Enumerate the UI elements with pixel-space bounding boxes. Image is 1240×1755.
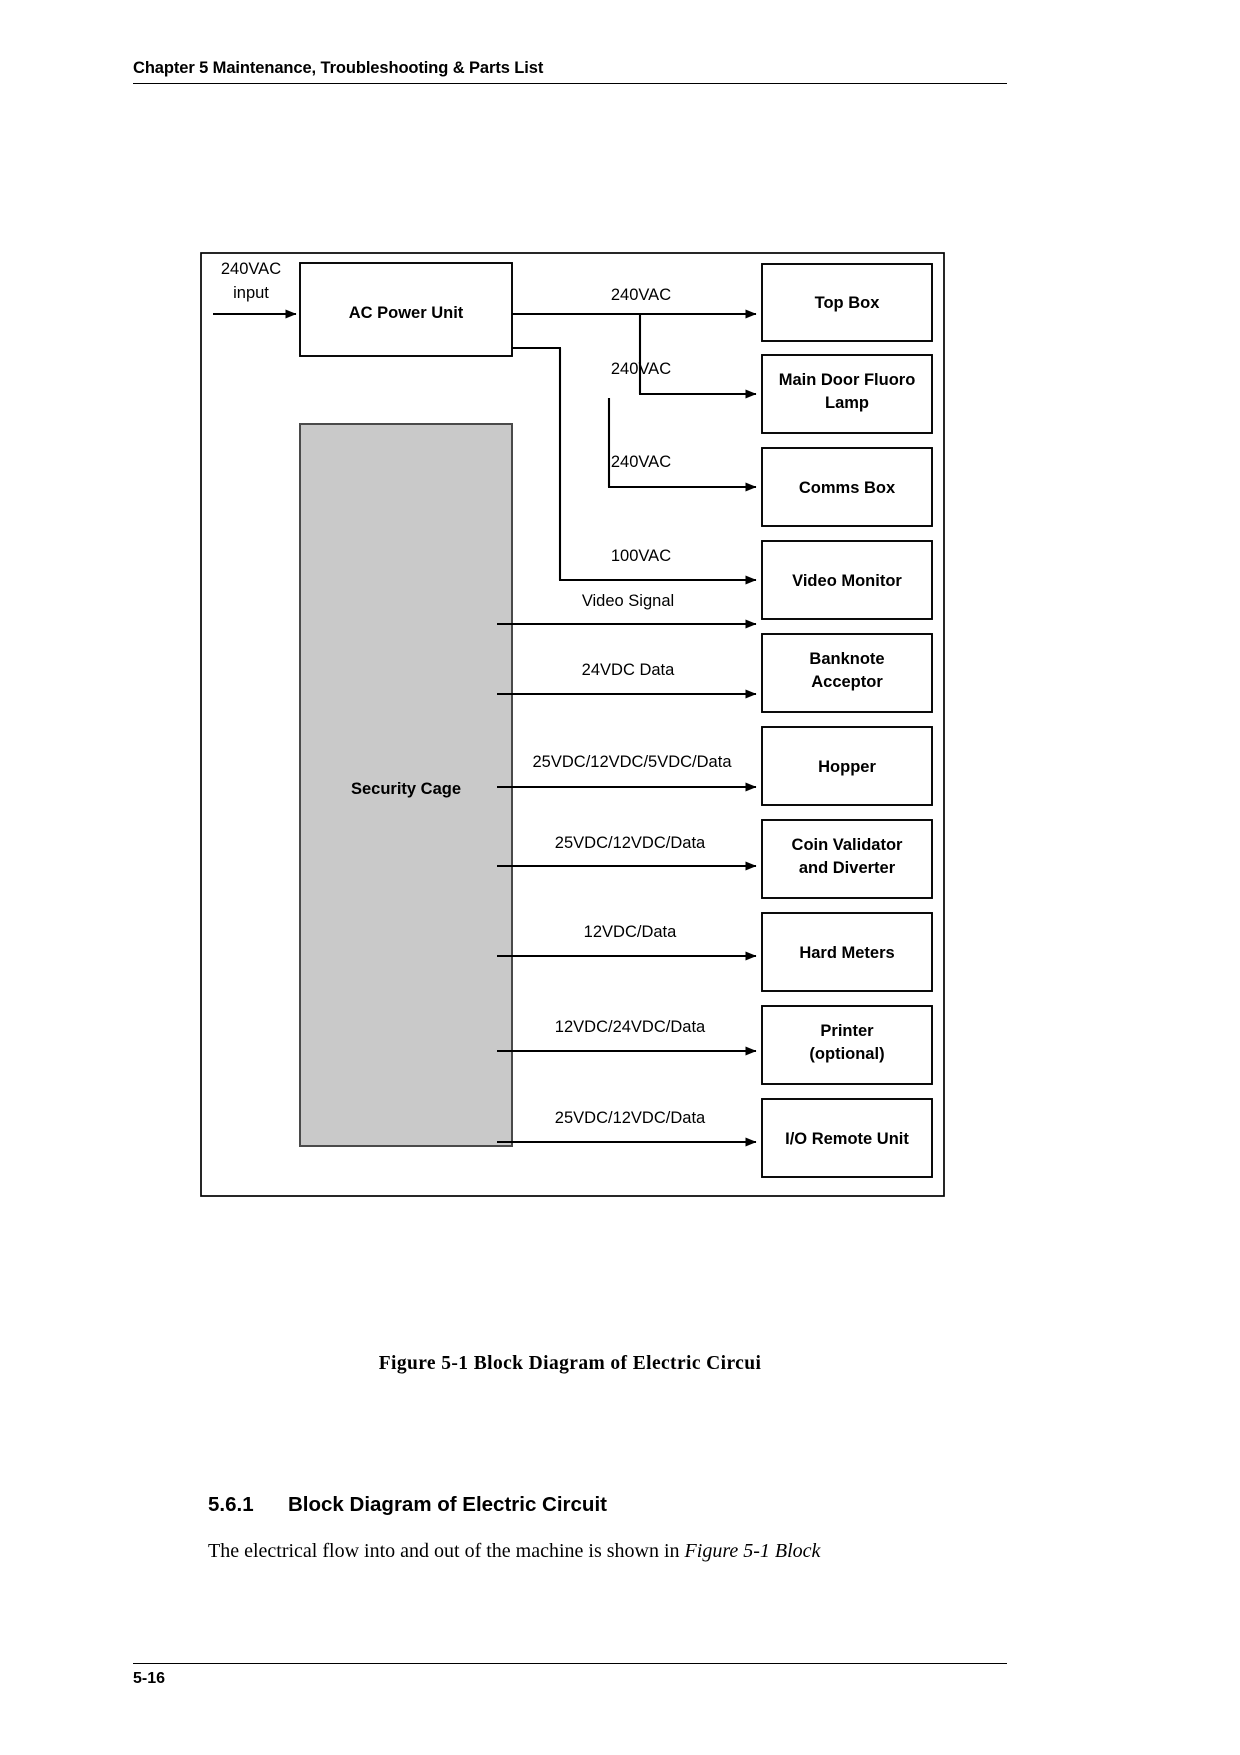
target-label-1b: Lamp xyxy=(825,394,869,412)
target-label-8b: (optional) xyxy=(809,1045,884,1063)
figure-block-diagram: AC Power Unit Security Cage 240VAC input… xyxy=(200,252,945,1197)
target-box-2 xyxy=(761,447,933,527)
target-label-3: Video Monitor xyxy=(792,572,902,590)
target-box-8 xyxy=(761,1005,933,1085)
signal-label-0: 240VAC xyxy=(611,286,671,304)
signal-label-1: 240VAC xyxy=(611,360,671,378)
signal-label-3: 100VAC xyxy=(611,547,671,565)
section-title: Block Diagram of Electric Circuit xyxy=(288,1493,607,1516)
paragraph-italic-reference: Figure 5-1 Block xyxy=(684,1540,821,1562)
page-header: Chapter 5 Maintenance, Troubleshooting &… xyxy=(133,58,1007,84)
target-box-9 xyxy=(761,1098,933,1178)
page-number: 5-16 xyxy=(133,1670,166,1687)
target-label-6b: and Diverter xyxy=(799,859,896,877)
input-label-line1: 240VAC xyxy=(221,260,281,278)
target-label-0: Top Box xyxy=(815,294,881,312)
signal-label-4: 24VDC Data xyxy=(582,661,675,679)
signal-label-6: 25VDC/12VDC/Data xyxy=(555,834,706,852)
target-label-4a: Banknote xyxy=(809,650,884,668)
target-label-8a: Printer xyxy=(820,1022,874,1040)
signal-label-2: 240VAC xyxy=(611,453,671,471)
body-paragraph: The electrical flow into and out of the … xyxy=(208,1537,1008,1565)
figure-caption: Figure 5-1 Block Diagram of Electric Cir… xyxy=(378,1353,762,1374)
target-label-2: Comms Box xyxy=(799,479,896,497)
target-box-3 xyxy=(761,540,933,620)
target-box-7 xyxy=(761,912,933,992)
section-heading: 5.6.1 Block Diagram of Electric Circuit xyxy=(208,1493,607,1517)
footer-divider xyxy=(133,1663,1007,1664)
signal-label-7: 12VDC/Data xyxy=(584,923,677,941)
paragraph-plain-text: The electrical flow into and out of the … xyxy=(208,1540,685,1562)
target-label-6a: Coin Validator xyxy=(792,836,904,854)
target-box-4 xyxy=(761,633,933,713)
target-label-1a: Main Door Fluoro xyxy=(779,371,916,389)
header-title: Chapter 5 Maintenance, Troubleshooting &… xyxy=(133,59,544,77)
target-label-5: Hopper xyxy=(818,758,876,776)
header-divider xyxy=(133,83,1007,84)
ac-power-unit-box xyxy=(299,262,513,357)
signal-label-9: 25VDC/12VDC/Data xyxy=(555,1109,706,1127)
figure-border xyxy=(200,252,945,1197)
target-label-4b: Acceptor xyxy=(811,673,883,691)
input-label-line2: input xyxy=(233,284,269,302)
ac-power-unit-label: AC Power Unit xyxy=(349,304,464,322)
security-cage-label: Security Cage xyxy=(351,780,461,798)
signal-label-5: 25VDC/12VDC/5VDC/Data xyxy=(533,753,733,771)
signal-label-video: Video Signal xyxy=(582,592,674,610)
target-box-1 xyxy=(761,354,933,434)
target-box-6 xyxy=(761,819,933,899)
target-box-5 xyxy=(761,726,933,806)
section-number: 5.6.1 xyxy=(208,1493,254,1516)
signal-label-8: 12VDC/24VDC/Data xyxy=(555,1018,706,1036)
security-cage-box xyxy=(299,423,513,1147)
target-box-0 xyxy=(761,263,933,342)
target-label-7: Hard Meters xyxy=(799,944,894,962)
target-label-9: I/O Remote Unit xyxy=(785,1130,909,1148)
